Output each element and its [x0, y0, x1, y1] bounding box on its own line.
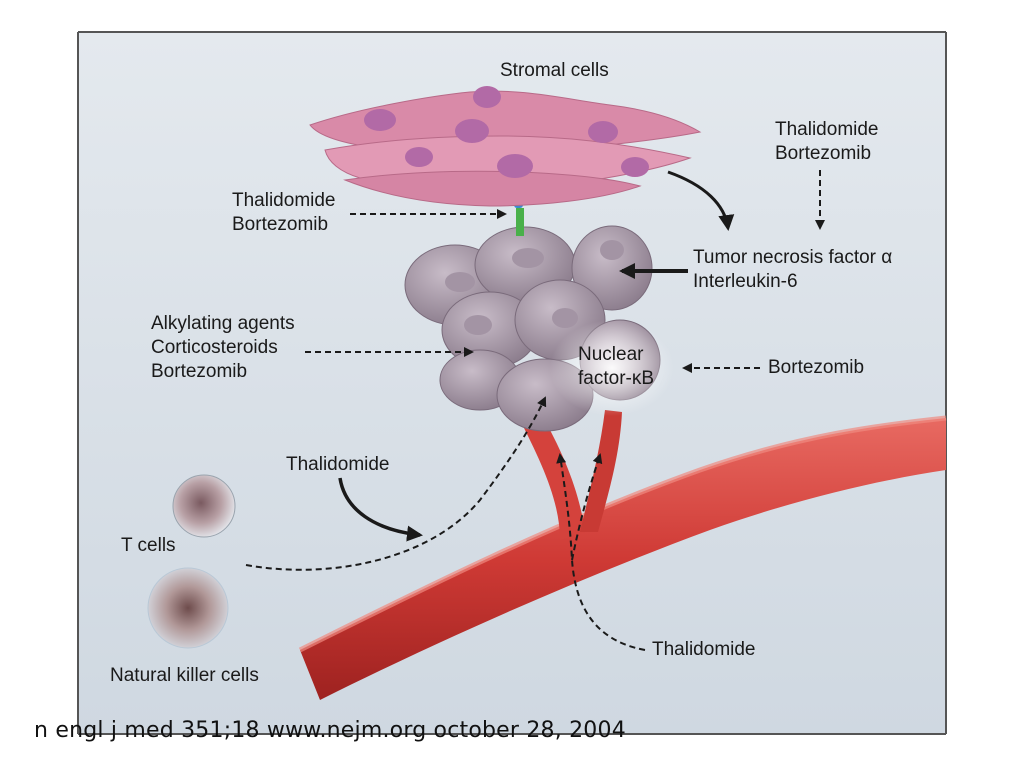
- citation: n engl j med 351;18 www.nejm.org october…: [34, 718, 626, 743]
- thalidomide-to-vessels-arrow: [556, 453, 646, 651]
- thalidomide-to-vessels-arrow-2: [571, 453, 603, 561]
- nfkb-glow: [550, 320, 674, 416]
- stromal-cells: [309, 86, 702, 207]
- label-thalidomide: Thalidomide: [232, 190, 336, 211]
- label-tnf-alpha: Tumor necrosis factor α: [693, 247, 893, 268]
- label-t-cells: T cells: [121, 535, 176, 556]
- label-nfkb: Nuclear factor-κB: [578, 343, 654, 391]
- natural-killer-cell: [147, 567, 229, 649]
- tcell-to-tumor-arrow: [245, 396, 547, 571]
- label-stromal-cells: Stromal cells: [500, 60, 609, 81]
- blood-vessel: [298, 410, 947, 700]
- label-cytokines: Tumor necrosis factor α Interleukin-6: [693, 246, 892, 294]
- label-alkylating-group: Alkylating agents Corticosteroids Bortez…: [151, 312, 295, 384]
- stroma-to-cytokines-arrow: [667, 170, 735, 231]
- label-alkylating-agents: Alkylating agents: [151, 313, 295, 334]
- label-thalidomide-middle: Thalidomide: [286, 454, 390, 475]
- label-corticosteroids: Corticosteroids: [151, 337, 278, 358]
- label-factor-kb: factor-κB: [578, 368, 655, 389]
- label-thal-bort-right: Thalidomide Bortezomib: [775, 118, 879, 166]
- label-thal-bort-left: Thalidomide Bortezomib: [232, 189, 336, 237]
- label-bortezomib: Bortezomib: [232, 214, 329, 235]
- label-bortezomib-right: Bortezomib: [768, 357, 865, 378]
- t-cell: [172, 474, 236, 538]
- label-bortezomib: Bortezomib: [151, 361, 248, 382]
- label-nuclear: Nuclear: [578, 344, 644, 365]
- label-thalidomide: Thalidomide: [775, 119, 879, 140]
- label-bortezomib: Bortezomib: [775, 143, 872, 164]
- label-thalidomide-bottom: Thalidomide: [652, 639, 756, 660]
- label-interleukin-6: Interleukin-6: [693, 271, 798, 292]
- thalidomide-curve-arrow: [338, 477, 423, 542]
- label-nk-cells: Natural killer cells: [110, 665, 259, 686]
